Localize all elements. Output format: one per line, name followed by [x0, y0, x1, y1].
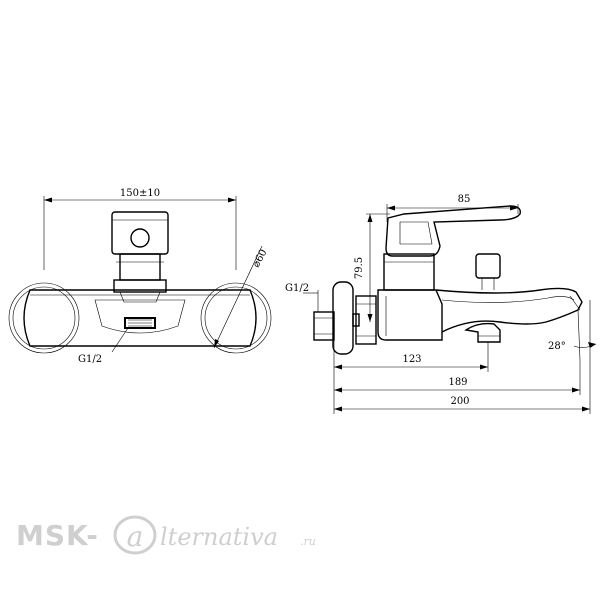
side-dim-189-label: 189 [448, 377, 467, 388]
right-escutcheon [200, 282, 272, 354]
front-view: 150±10 [8, 188, 272, 365]
watermark: MSK- a lternativa .ru [16, 515, 316, 555]
side-diverter-knob [475, 253, 501, 290]
watermark-script: lternativa [160, 523, 278, 551]
watermark-suffix: .ru [300, 535, 316, 548]
at-sign-icon: a [113, 515, 157, 555]
front-handle [111, 211, 169, 303]
side-dim-123-label: 123 [402, 354, 421, 365]
side-outlet [464, 322, 501, 343]
svg-text:a: a [127, 520, 144, 553]
side-thread-label: G1/2 [285, 283, 309, 294]
side-body [377, 253, 443, 341]
side-handle-dimension: 85 [386, 194, 519, 222]
side-lever [385, 205, 521, 257]
front-diameter-dimension: ⌀60 [213, 245, 270, 349]
side-angle-label: 28° [548, 341, 566, 352]
side-wall-flange: G1/2 [285, 281, 354, 355]
side-angle-dimension: 28° [548, 309, 597, 361]
front-thread-label: G1/2 [78, 354, 102, 365]
side-handle-label: 85 [458, 194, 471, 205]
side-view: 85 79.5 G1/2 [285, 194, 597, 414]
side-dim-123: 123 [334, 342, 489, 372]
front-width-dimension: 150±10 [43, 188, 237, 270]
mixer-body [23, 289, 257, 347]
side-dim-200-label: 200 [450, 396, 469, 407]
front-diameter-label: ⌀60 [251, 248, 270, 270]
side-height-label: 79.5 [354, 257, 365, 279]
side-spout [435, 287, 583, 333]
side-dim-200: 200 [333, 300, 591, 414]
front-outlet: G1/2 [78, 317, 156, 365]
left-escutcheon [8, 282, 80, 354]
side-connector [352, 295, 377, 345]
front-width-label: 150±10 [120, 188, 160, 199]
side-dim-189: 189 [334, 360, 581, 395]
watermark-brand: MSK- [16, 519, 99, 552]
